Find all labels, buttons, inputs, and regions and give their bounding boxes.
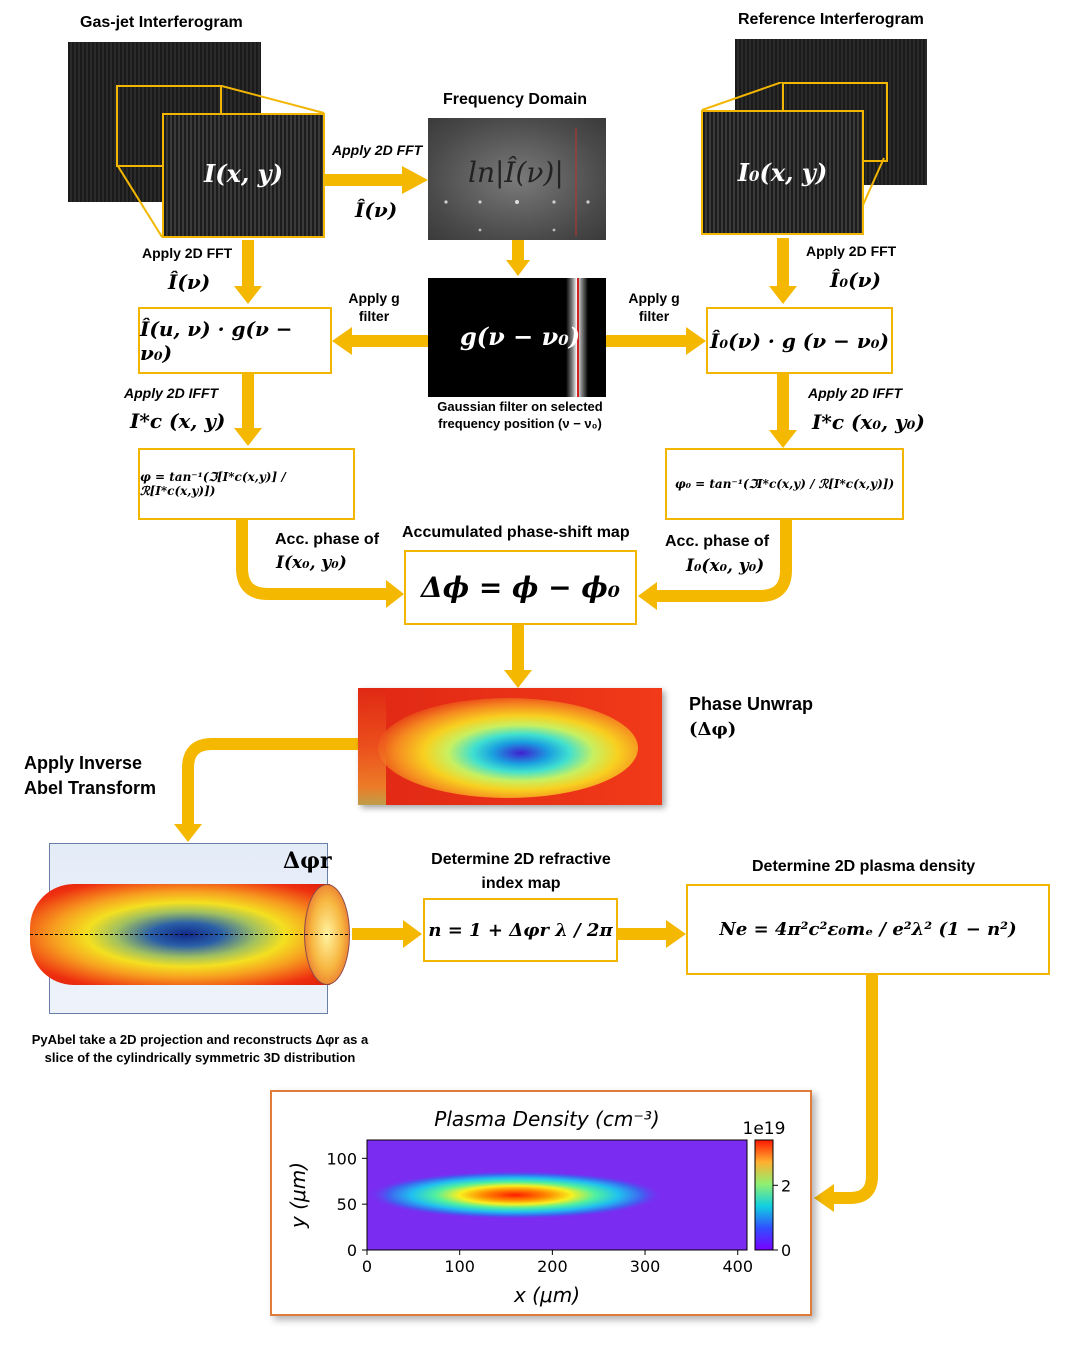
phase-edge (358, 688, 386, 805)
x-axis-label: x (μm) (513, 1283, 580, 1307)
filtered-right-box: Î₀(ν) · g (ν − ν₀) (706, 307, 893, 374)
apply-ifft-right-label: Apply 2D IFFT (808, 385, 903, 401)
refractive-eq: n = 1 + Δφr λ / 2π (428, 919, 613, 941)
phase-blob (378, 698, 638, 798)
phase-unwrap-image (358, 688, 662, 805)
y-tick-label: 50 (337, 1195, 357, 1214)
x-tick-label: 0 (362, 1257, 372, 1276)
colorbar (754, 1139, 774, 1251)
apply-ifft-left-label: Apply 2D IFFT (124, 385, 219, 401)
arrow-ne-to-plot (832, 975, 878, 1204)
apply-fft-top-label: Apply 2D FFT (332, 142, 423, 158)
phi-left-box: φ = tan⁻¹(ℑ[I*c(x,y)] / ℛ[I*c(x,y)]) (138, 448, 355, 520)
g-filter-label: g(ν − ν₀) (460, 322, 581, 351)
gas-jet-title: Gas-jet Interferogram (80, 14, 243, 31)
colorbar-scale-label: 1e19 (743, 1119, 786, 1139)
filtered-left-eq: Î(u, ν) · g(ν − ν₀) (140, 316, 293, 365)
apply-g-left-label: Apply g filter (348, 290, 400, 324)
gaussian-caption-2: frequency position (ν − ν₀) (438, 416, 602, 431)
gaussian-filter-image: g(ν − ν₀) (428, 278, 606, 397)
acc-phase-right-label: Acc. phase of (665, 533, 770, 550)
phi-right-eq: φ₀ = tan⁻¹(ℑI*c(x,y) / ℛ[I*c(x,y)]) (674, 477, 895, 491)
y-axis-label: y (μm) (286, 1162, 310, 1229)
filter-center-line (577, 278, 579, 397)
acc-phase-left-label: Acc. phase of (275, 531, 380, 548)
i-hat-top: Î(ν) (355, 198, 398, 222)
apply-fft-right-label: Apply 2D FFT (806, 243, 897, 259)
y-tick-label: 100 (326, 1149, 357, 1168)
inverse-abel-line1: Apply Inverse (24, 753, 143, 773)
colorbar-tick-label: 2 (781, 1176, 791, 1195)
pyabel-caption-2: slice of the cylindrically symmetric 3D … (44, 1050, 356, 1065)
density-box: Ne = 4π²c²ε₀mₑ / e²λ² (1 − n²) (686, 884, 1050, 975)
ic-left: I*c (x, y) (130, 409, 226, 433)
i0-hat-right: Î₀(ν) (830, 268, 881, 292)
i-hat-left: Î(ν) (168, 270, 211, 294)
plot-title: Plasma Density (cm⁻³) (434, 1107, 659, 1131)
phi-left-eq: φ = tan⁻¹(ℑ[I*c(x,y)] / ℛ[I*c(x,y)]) (140, 470, 286, 498)
apply-g-right-label: Apply g filter (628, 290, 680, 324)
ic-right: I*c (x₀, y₀) (812, 410, 925, 434)
y-tick-label: 0 (347, 1241, 357, 1260)
x-tick-label: 100 (444, 1257, 475, 1276)
frequency-domain-image: ln|Î(ν)| (428, 118, 606, 240)
accumulated-map-title: Accumulated phase-shift map (402, 524, 630, 541)
frequency-peaks (444, 128, 590, 236)
cylinder-axis (30, 934, 348, 935)
phase-unwrap-title: Phase Unwrap (689, 694, 814, 714)
zoom-lines (116, 85, 325, 238)
arrowhead-fft-top (402, 166, 428, 194)
filtered-right-eq: Î₀(ν) · g (ν − ν₀) (710, 328, 889, 353)
inverse-abel-line2: Abel Transform (24, 778, 157, 798)
gas-jet-zoom-image: I(x, y) (162, 113, 325, 238)
reference-title: Reference Interferogram (738, 11, 924, 28)
reference-zoom-image: I₀(x, y) (701, 110, 864, 235)
apply-fft-left-label: Apply 2D FFT (142, 245, 233, 261)
x-tick-label: 200 (537, 1257, 568, 1276)
arrow-phi0-to-delta (655, 520, 792, 602)
arrow-phi-to-delta (236, 520, 388, 600)
gaussian-caption-1: Gaussian filter on selected (437, 399, 603, 414)
pyabel-caption-1: PyAbel take a 2D projection and reconstr… (31, 1032, 369, 1047)
i-xy-label: I(x, y) (204, 159, 283, 188)
ln-fft-label: ln|Î(ν)| (468, 156, 564, 189)
i0-xy-label: I₀(x, y) (737, 158, 828, 187)
filtered-left-box: Î(u, ν) · g(ν − ν₀) (138, 307, 332, 374)
phi-right-box: φ₀ = tan⁻¹(ℑI*c(x,y) / ℛ[I*c(x,y)]) (665, 448, 904, 520)
delta-phi-eq: Δϕ = ϕ − ϕ₀ (421, 571, 620, 604)
density-eq: Ne = 4π²c²ε₀mₑ / e²λ² (1 − n²) (719, 919, 1017, 940)
plasma-density-title: Determine 2D plasma density (752, 858, 976, 875)
acc-right-sym: I₀(x₀, y₀) (686, 556, 765, 576)
delta-phi-r-label: Δφr (283, 848, 332, 874)
refractive-title-1: Determine 2D refractive (431, 851, 611, 868)
frequency-domain-title: Frequency Domain (443, 91, 588, 108)
acc-left-sym: I(x₀, y₀) (276, 553, 347, 573)
refractive-box: n = 1 + Δφr λ / 2π (423, 898, 618, 962)
x-tick-label: 400 (722, 1257, 753, 1276)
plot-border (366, 1139, 748, 1251)
arrow-unwrap-to-abel (182, 738, 358, 826)
refractive-title-2: index map (481, 875, 561, 892)
delta-phi-box: Δϕ = ϕ − ϕ₀ (404, 550, 637, 625)
colorbar-tick-label: 0 (781, 1241, 791, 1260)
phase-unwrap-sym: (Δφ) (689, 719, 737, 740)
density-blob (367, 1170, 664, 1220)
x-tick-label: 300 (630, 1257, 661, 1276)
plasma-density-chart: Plasma Density (cm⁻³) 0 100 200 300 400 0 50 100… (286, 1107, 791, 1307)
